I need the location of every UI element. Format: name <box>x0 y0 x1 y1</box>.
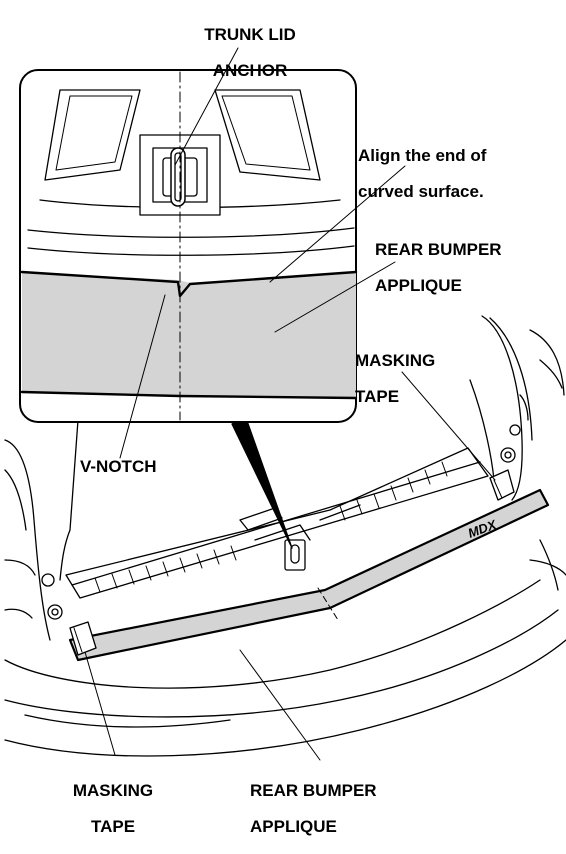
masking-tape-bottom-label: MASKING TAPE <box>72 781 154 836</box>
anchor-lower <box>284 539 306 571</box>
align-note-label: Align the end of curved surface. <box>358 146 487 201</box>
trunk-lid-anchor-label: TRUNK LID ANCHOR <box>204 25 296 80</box>
detail-pointer <box>231 417 293 549</box>
rear-bumper-applique-top-label: REAR BUMPER APPLIQUE <box>375 240 502 295</box>
masking-tape-left <box>69 621 97 656</box>
center-line-lower <box>317 587 339 621</box>
v-notch-label: V-NOTCH <box>80 457 157 476</box>
vehicle-rear-outline <box>4 315 566 757</box>
leader-lines <box>84 47 496 761</box>
masking-tape-right-label: MASKING TAPE <box>355 351 436 406</box>
rear-bumper-applique-lower <box>68 488 550 662</box>
installation-diagram: MDX <box>4 47 566 761</box>
detail-view <box>19 69 358 423</box>
rear-bumper-applique-bottom-label: REAR BUMPER APPLIQUE <box>250 781 377 836</box>
diagram-stage: MDX TRUNK LID ANCHOR Align the end of cu… <box>4 25 566 836</box>
masking-tape-right <box>489 469 515 501</box>
